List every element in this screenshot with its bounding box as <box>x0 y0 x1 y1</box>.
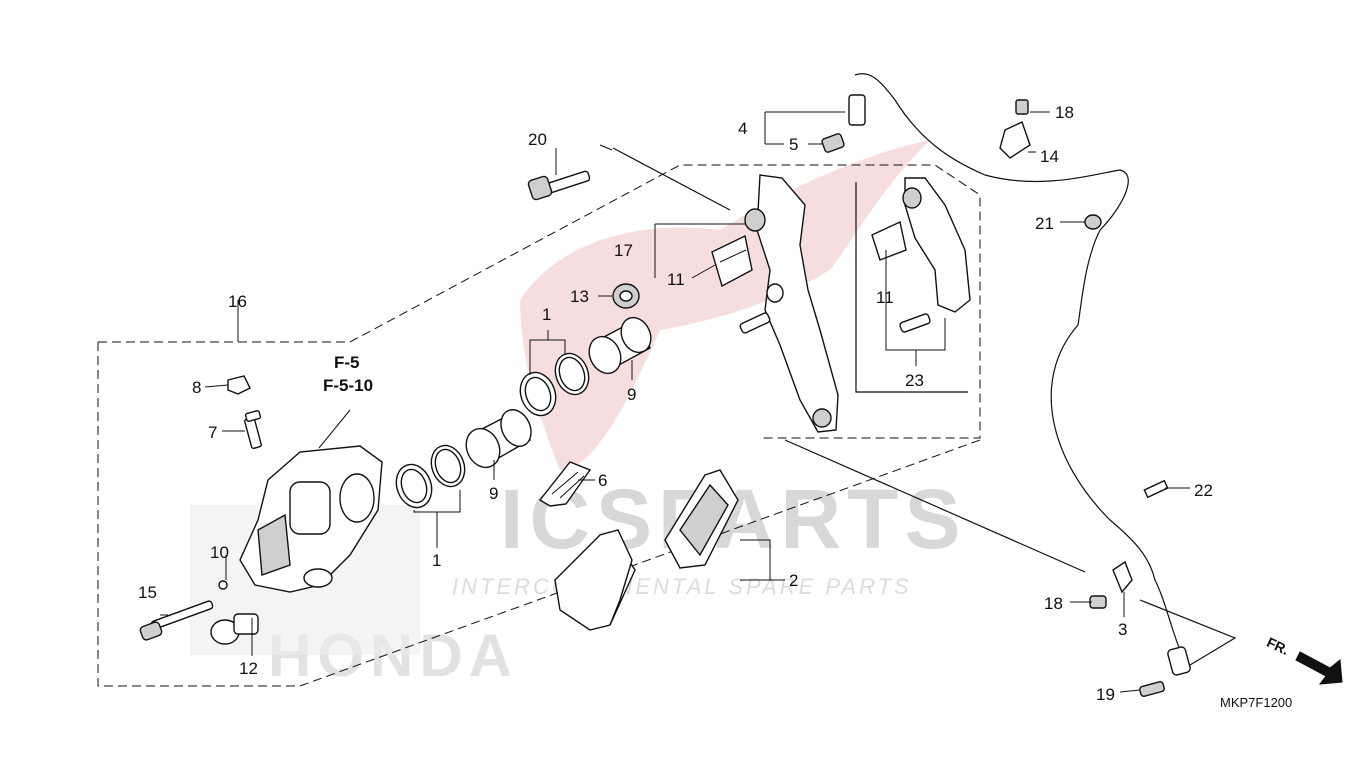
callout-11-left: 11 <box>667 270 685 289</box>
piston-upper <box>588 316 652 375</box>
sensor-connector <box>848 94 866 126</box>
bolt-20-leader <box>612 147 731 211</box>
callout-5: 5 <box>789 135 798 154</box>
callout-1-upper: 1 <box>542 305 551 324</box>
callout-labels: 15 16 8 7 10 12 1 9 1 9 13 6 2 17 11 4 5… <box>138 103 1213 704</box>
connector-grommet <box>821 133 845 153</box>
callout-18-bottom: 18 <box>1044 594 1063 613</box>
piston-lower <box>465 409 532 469</box>
group-boundaries <box>97 144 1237 687</box>
sensor-stay <box>1112 560 1133 594</box>
callout-22: 22 <box>1194 481 1213 500</box>
watermark-tagline: INTERCONTINENTAL SPARE PARTS <box>452 574 912 599</box>
parts: FR. <box>139 73 1343 697</box>
callout-13: 13 <box>570 287 589 306</box>
bleeder-valve <box>244 410 262 450</box>
callout-12: 12 <box>239 659 258 678</box>
front-direction-arrow: FR. <box>1264 634 1343 685</box>
dust-boot <box>612 283 640 309</box>
arrow-icon <box>1295 651 1343 685</box>
diagram-code: MKP7F1200 <box>1220 695 1292 710</box>
callout-7: 7 <box>208 423 217 442</box>
callout-16: 16 <box>228 292 247 311</box>
abs-sensor-harness <box>821 73 1191 697</box>
callout-21: 21 <box>1035 214 1054 233</box>
callout-17: 17 <box>614 241 633 260</box>
small-bolt <box>218 580 228 590</box>
callout-2: 2 <box>789 571 798 590</box>
piston-seals-lower <box>395 444 466 509</box>
bleeder-cap <box>227 375 251 395</box>
bracket-kit-box <box>855 182 968 393</box>
callout-1-lower: 1 <box>432 551 441 570</box>
callout-9-upper: 9 <box>627 385 636 404</box>
bolt-20-tick <box>599 144 613 151</box>
wire-band <box>1143 479 1169 499</box>
callout-6: 6 <box>598 471 607 490</box>
sensor-assembly-line <box>1139 599 1237 669</box>
wire-clamp <box>999 121 1031 159</box>
fr-label: FR. <box>1264 634 1291 658</box>
callout-15: 15 <box>138 583 157 602</box>
bracket-kit <box>871 177 971 333</box>
callout-8: 8 <box>192 378 201 397</box>
mounting-bolt <box>527 170 591 201</box>
sensor-bolt <box>1139 681 1165 697</box>
wheel-speed-sensor <box>1167 646 1191 676</box>
callout-10: 10 <box>210 543 229 562</box>
wire-grommet <box>1084 214 1102 230</box>
upper-assembly-boundary <box>98 164 981 439</box>
watermark-wing-shape <box>520 140 930 470</box>
callout-11-right: 11 <box>876 288 894 307</box>
brake-pads <box>554 469 739 631</box>
reference-note: F-5 F-5-10 <box>323 353 373 395</box>
callout-20: 20 <box>528 130 547 149</box>
pad-pin <box>139 600 214 641</box>
callout-9-lower: 9 <box>489 484 498 503</box>
leader-lines <box>160 111 1190 693</box>
bracket-to-sensor-line <box>784 439 1086 573</box>
clamp-bolt <box>1015 99 1029 115</box>
pad-retainer-left <box>711 234 753 288</box>
stay-bolt <box>1089 595 1107 609</box>
reference-line-2: F-5-10 <box>323 376 373 395</box>
caliper-assembly-boundary <box>97 342 981 687</box>
callout-4: 4 <box>738 119 747 138</box>
callout-3: 3 <box>1118 620 1127 639</box>
callout-18-top: 18 <box>1055 103 1074 122</box>
caliper-bracket <box>739 174 839 433</box>
piston-seals-upper <box>519 352 590 417</box>
callout-14: 14 <box>1040 147 1059 166</box>
reference-line-1: F-5 <box>334 353 360 372</box>
callout-19: 19 <box>1096 685 1115 704</box>
caliper-body <box>239 445 383 593</box>
callout-23: 23 <box>905 371 924 390</box>
